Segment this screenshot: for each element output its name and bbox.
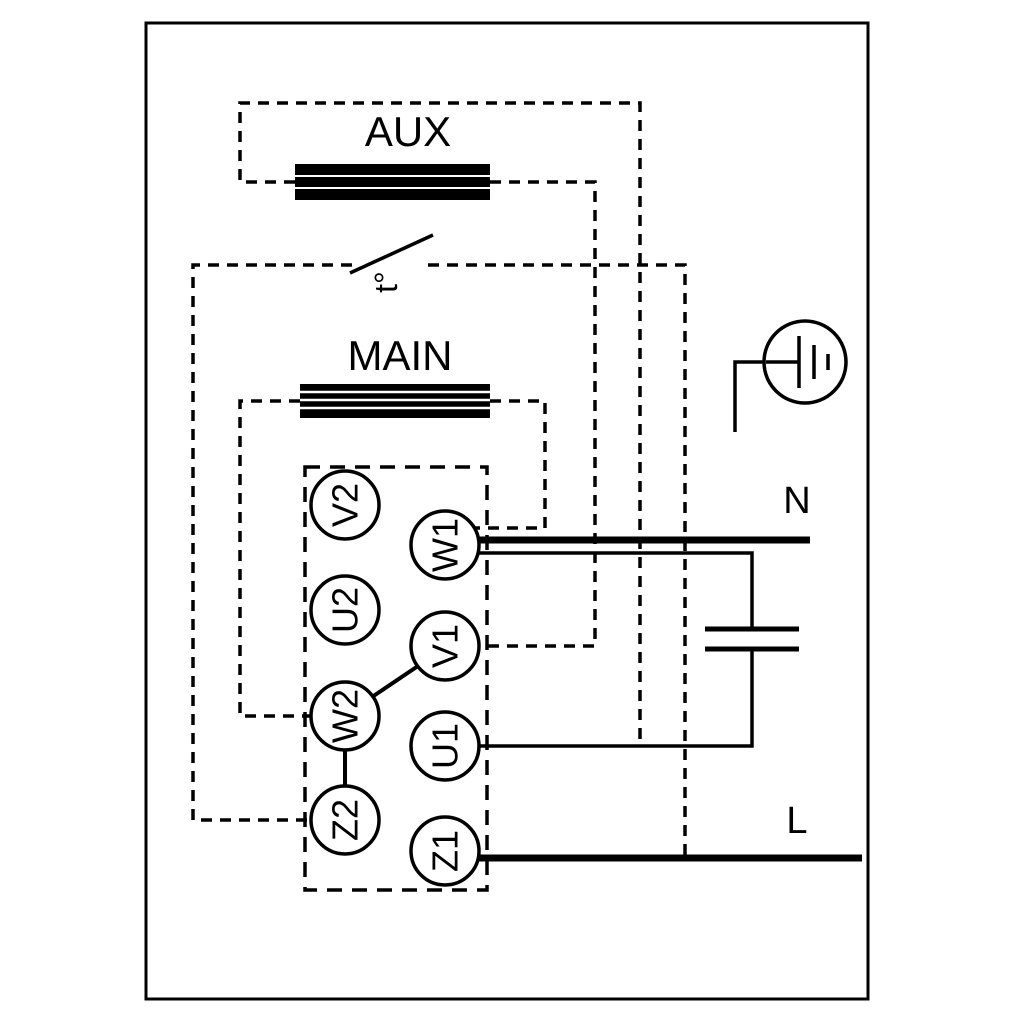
terminal-z2: Z2 [309, 784, 381, 856]
aux-winding-icon [295, 164, 490, 200]
terminal-v1-label: V1 [425, 624, 466, 668]
wire-aux-right-to-v1 [478, 180, 597, 648]
thermal-switch-label: t° [368, 271, 404, 293]
terminal-u2-circle [309, 574, 381, 646]
terminal-u1-label: U1 [425, 723, 466, 769]
ground-circle [762, 319, 848, 405]
thermal-switch-blade [349, 233, 434, 275]
enclosure-border [144, 21, 870, 1001]
wire-ground-stub [733, 360, 764, 432]
terminal-z1: Z1 [409, 815, 481, 887]
wire-main-left-to-w2 [238, 399, 311, 718]
solid-wiring [343, 360, 862, 862]
terminal-v2-circle [309, 469, 381, 541]
aux-winding-body [295, 164, 490, 200]
earth-ground-icon [762, 319, 848, 405]
terminal-z2-label: Z2 [325, 799, 366, 841]
terminal-v1: V1 [409, 610, 481, 682]
line-label: L [786, 800, 807, 842]
terminal-u1-circle [409, 710, 481, 782]
capacitor-icon [705, 626, 799, 652]
thermal-switch-icon: t° [349, 233, 434, 293]
terminal-u1: U1 [409, 710, 481, 782]
terminal-v1-circle [409, 610, 481, 682]
neutral-label: N [783, 480, 810, 522]
terminal-w1-circle [409, 509, 481, 581]
wire-switch-left-to-z2 [191, 263, 352, 822]
terminal-w2-label: W2 [325, 689, 366, 743]
terminal-u2-label: U2 [325, 587, 366, 633]
wire-main-right-to-w1 [475, 399, 547, 530]
wire-w1-to-capacitor [476, 551, 754, 629]
terminal-column-left: V2 U2 W2 Z2 [309, 469, 381, 856]
terminal-column-right: W1 V1 U1 Z1 [409, 509, 481, 887]
terminal-w2-circle [309, 680, 381, 752]
terminal-w2: W2 [309, 680, 381, 752]
terminal-w1-label: W1 [425, 518, 466, 572]
main-winding-label: MAIN [348, 332, 453, 379]
wire-aux-left-loop [238, 101, 642, 746]
aux-winding-label: AUX [365, 108, 451, 155]
main-winding-icon [300, 384, 490, 418]
terminal-u2: U2 [309, 574, 381, 646]
terminal-v2-label: V2 [325, 483, 366, 527]
jumper-w2-v1 [370, 664, 420, 699]
wire-capacitor-to-u1 [479, 649, 754, 748]
terminal-z1-label: Z1 [425, 830, 466, 872]
terminal-z1-circle [409, 815, 481, 887]
terminal-z2-circle [309, 784, 381, 856]
terminal-w1: W1 [409, 509, 481, 581]
dashed-wiring [191, 101, 687, 855]
terminal-v2: V2 [309, 469, 381, 541]
wire-switch-right-to-line [428, 263, 687, 855]
